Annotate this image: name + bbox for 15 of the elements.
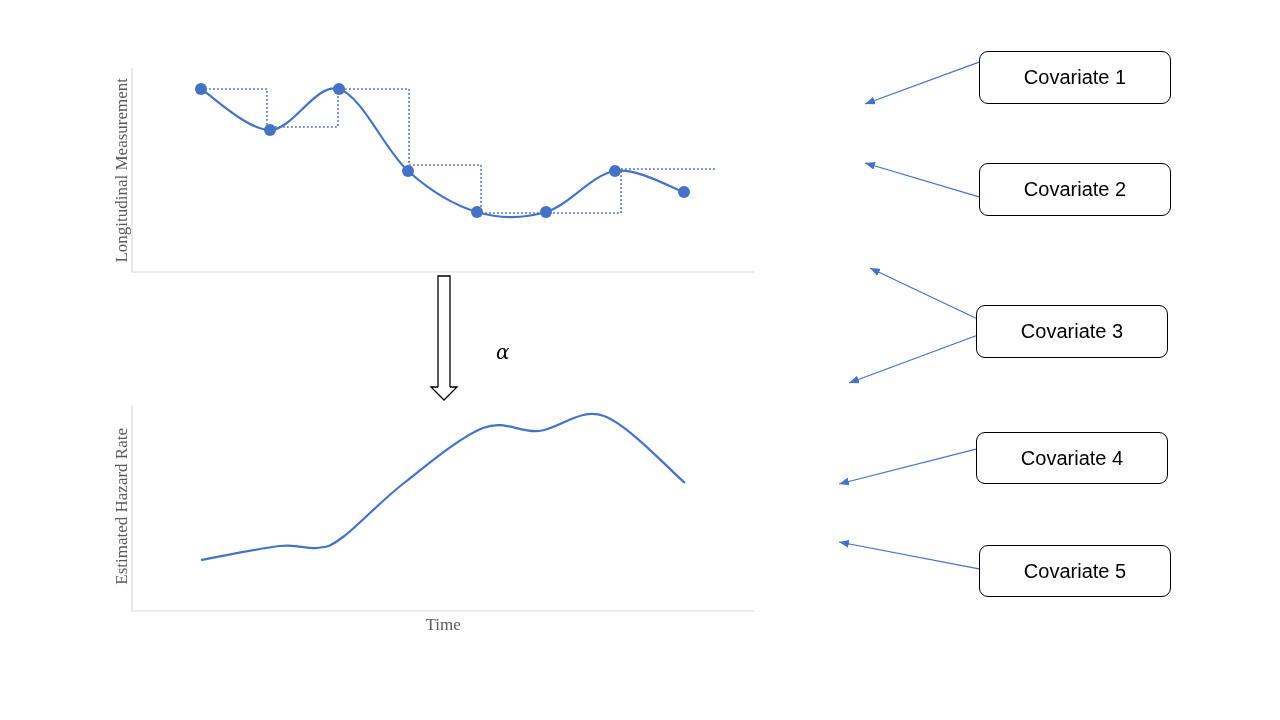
axis-title: Time	[425, 615, 461, 635]
axis-title: Estimated Hazard Rate	[112, 427, 132, 585]
axis-title: Longitudinal Measurement	[112, 77, 132, 263]
process-box: Covariate 2	[979, 163, 1171, 216]
process-box: Covariate 1	[979, 51, 1171, 104]
block-arrow	[430, 275, 458, 401]
arrow	[864, 162, 980, 198]
process-box: Covariate 3	[976, 305, 1168, 358]
arrow	[838, 539, 980, 570]
process-box: Covariate 5	[979, 545, 1171, 597]
arrow	[864, 61, 980, 105]
arrow	[848, 335, 977, 384]
process-box: Covariate 4	[976, 432, 1168, 484]
arrow	[869, 267, 977, 319]
arrow	[838, 448, 977, 486]
